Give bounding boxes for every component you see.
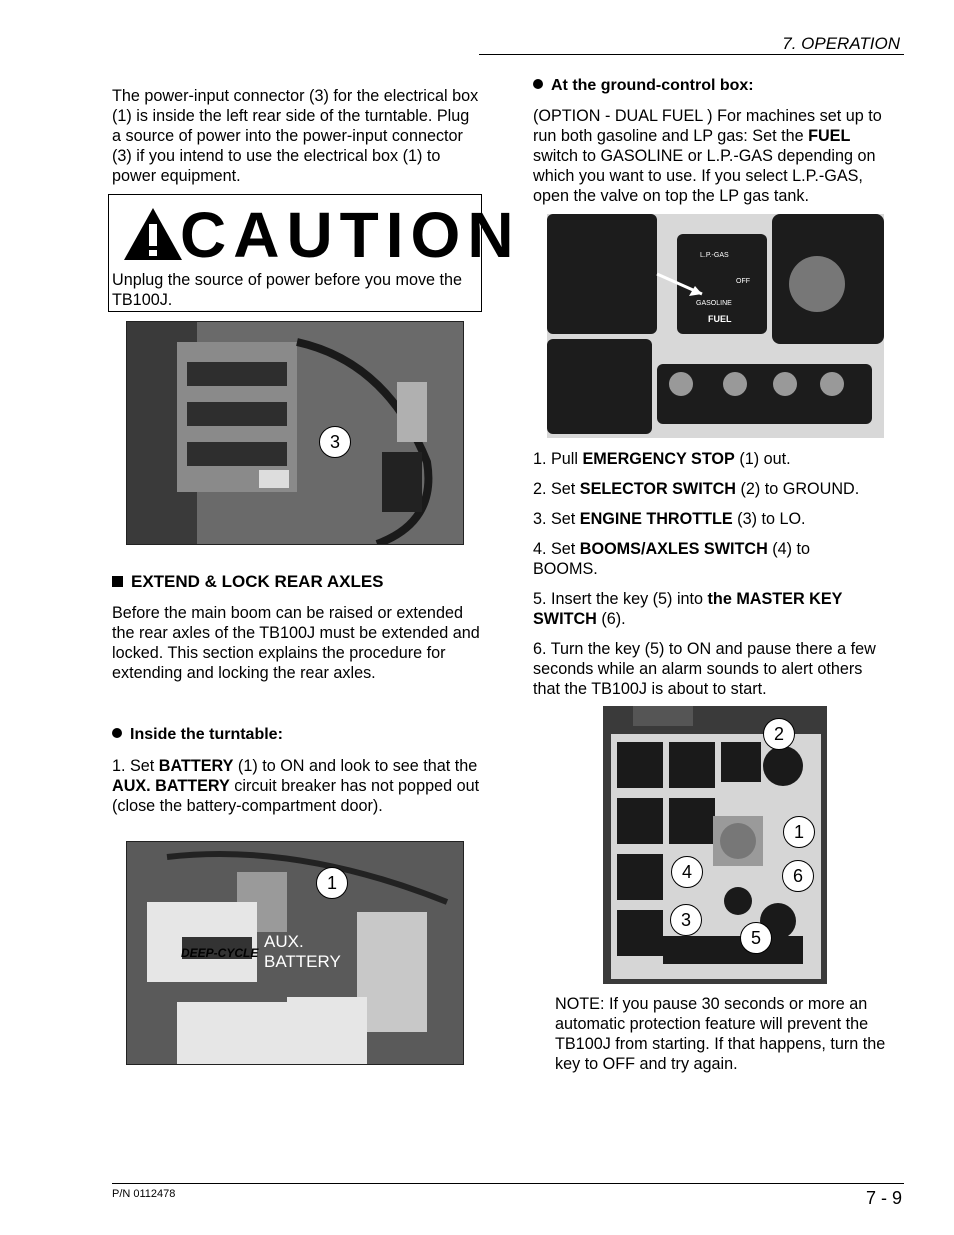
aux-battery-label: AUX. BATTERY — [264, 932, 341, 971]
callout-6: 6 — [782, 860, 814, 892]
running-header: 7. OPERATION — [782, 34, 900, 53]
ground-control-panel-photo — [603, 706, 827, 984]
callout-5: 5 — [740, 922, 772, 954]
footer-rule — [112, 1183, 904, 1184]
section-paragraph: Before the main boom can be raised or ex… — [112, 604, 480, 682]
callout-3-panel: 3 — [670, 904, 702, 936]
header-rule — [479, 54, 904, 55]
inside-turntable-heading: Inside the turntable: — [112, 726, 283, 744]
callout-4: 4 — [671, 856, 703, 888]
step-4: 4. Set BOOMS/AXLES SWITCH (4) to BOOMS. — [533, 540, 811, 578]
callout-1-battery: 1 — [316, 867, 348, 899]
round-bullet-icon — [533, 79, 543, 89]
callout-2: 2 — [763, 718, 795, 750]
battery-photo — [126, 841, 464, 1065]
dual-fuel-paragraph: (OPTION - DUAL FUEL ) For machines set u… — [533, 107, 882, 205]
round-bullet-icon — [112, 728, 122, 738]
callout-1: 1 — [783, 816, 815, 848]
note-paragraph: NOTE: If you pause 30 seconds or more an… — [555, 995, 886, 1073]
caution-box — [108, 194, 482, 312]
caution-text: Unplug the source of power before you mo… — [112, 271, 463, 309]
lpgas-label: L.P.-GAS — [700, 252, 729, 259]
fuel-panel-photo — [547, 214, 884, 438]
step-2: 2. Set SELECTOR SWITCH (2) to GROUND. — [533, 480, 860, 498]
square-bullet-icon — [112, 576, 123, 587]
section-heading: EXTEND & LOCK REAR AXLES — [112, 572, 384, 592]
gasoline-label: GASOLINE — [696, 300, 732, 307]
step-5: 5. Insert the key (5) into the MASTER KE… — [533, 590, 843, 628]
electrical-box-photo — [126, 321, 464, 545]
part-number: P/N 0112478 — [112, 1188, 176, 1200]
callout-3: 3 — [319, 426, 351, 458]
step-battery: 1. Set BATTERY (1) to ON and look to see… — [112, 757, 480, 815]
battery-brand-label: DEEP-CYCLE — [181, 946, 259, 960]
fuel-label: FUEL — [708, 314, 732, 324]
ground-control-heading: At the ground-control box: — [533, 77, 754, 95]
page-number: 7 - 9 — [865, 1188, 902, 1208]
caution-heading: CAUTION — [180, 199, 521, 271]
step-1: 1. Pull EMERGENCY STOP (1) out. — [533, 450, 791, 468]
intro-paragraph: The power-input connector (3) for the el… — [112, 87, 479, 185]
step-3: 3. Set ENGINE THROTTLE (3) to LO. — [533, 510, 806, 528]
warning-triangle-icon — [124, 208, 182, 260]
step-6: 6. Turn the key (5) to ON and pause ther… — [533, 640, 876, 698]
off-label: OFF — [736, 278, 750, 285]
